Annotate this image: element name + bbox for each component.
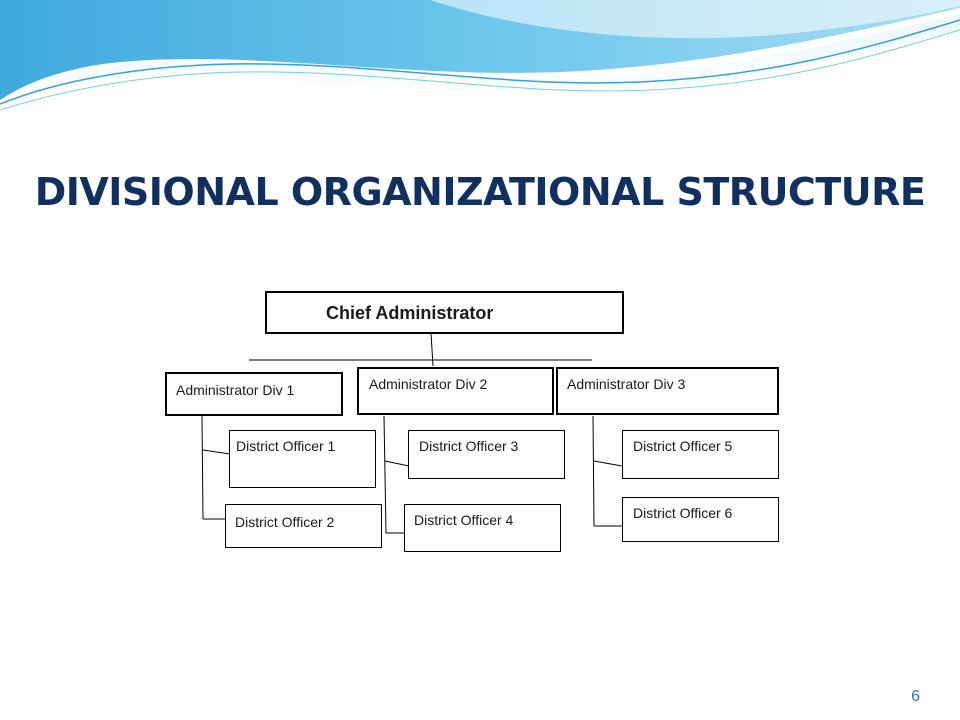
connector-chief-to-bus (430, 332, 434, 367)
header-wave-decoration (0, 0, 960, 111)
officer-label-5: District Officer 5 (633, 438, 733, 454)
connector-div2-trunk (383, 415, 387, 534)
officer-label-4: District Officer 4 (414, 512, 514, 528)
connector-div1-trunk (201, 415, 204, 520)
officer-node-2: District Officer 2 (225, 504, 382, 548)
officer-node-4: District Officer 4 (404, 504, 561, 552)
officer-node-6: District Officer 6 (622, 497, 779, 542)
connector-div1-officer1 (202, 449, 231, 455)
division-node-1: Administrator Div 1 (165, 372, 343, 416)
connector-div3-trunk (592, 415, 595, 527)
division-node-3: Administrator Div 3 (556, 367, 779, 415)
chief-administrator-label: Chief Administrator (326, 303, 494, 323)
officer-label-1: District Officer 1 (236, 438, 336, 454)
connector-div2-officer3 (384, 460, 410, 467)
officer-label-6: District Officer 6 (633, 505, 733, 521)
division-label-1: Administrator Div 1 (176, 382, 295, 398)
officer-node-5: District Officer 5 (622, 430, 779, 479)
officer-label-2: District Officer 2 (235, 514, 335, 530)
connector-div3-officer5 (593, 460, 623, 467)
officer-node-1: District Officer 1 (229, 430, 376, 488)
slide-title: DIVISIONAL ORGANIZATIONAL STRUCTURE (34, 170, 926, 214)
division-node-2: Administrator Div 2 (357, 367, 554, 415)
division-label-2: Administrator Div 2 (369, 376, 488, 392)
chief-administrator-node: Chief Administrator (265, 291, 624, 334)
page-number: 6 (911, 688, 920, 705)
officer-label-3: District Officer 3 (419, 438, 519, 454)
division-label-3: Administrator Div 3 (567, 376, 686, 392)
officer-node-3: District Officer 3 (408, 430, 565, 479)
